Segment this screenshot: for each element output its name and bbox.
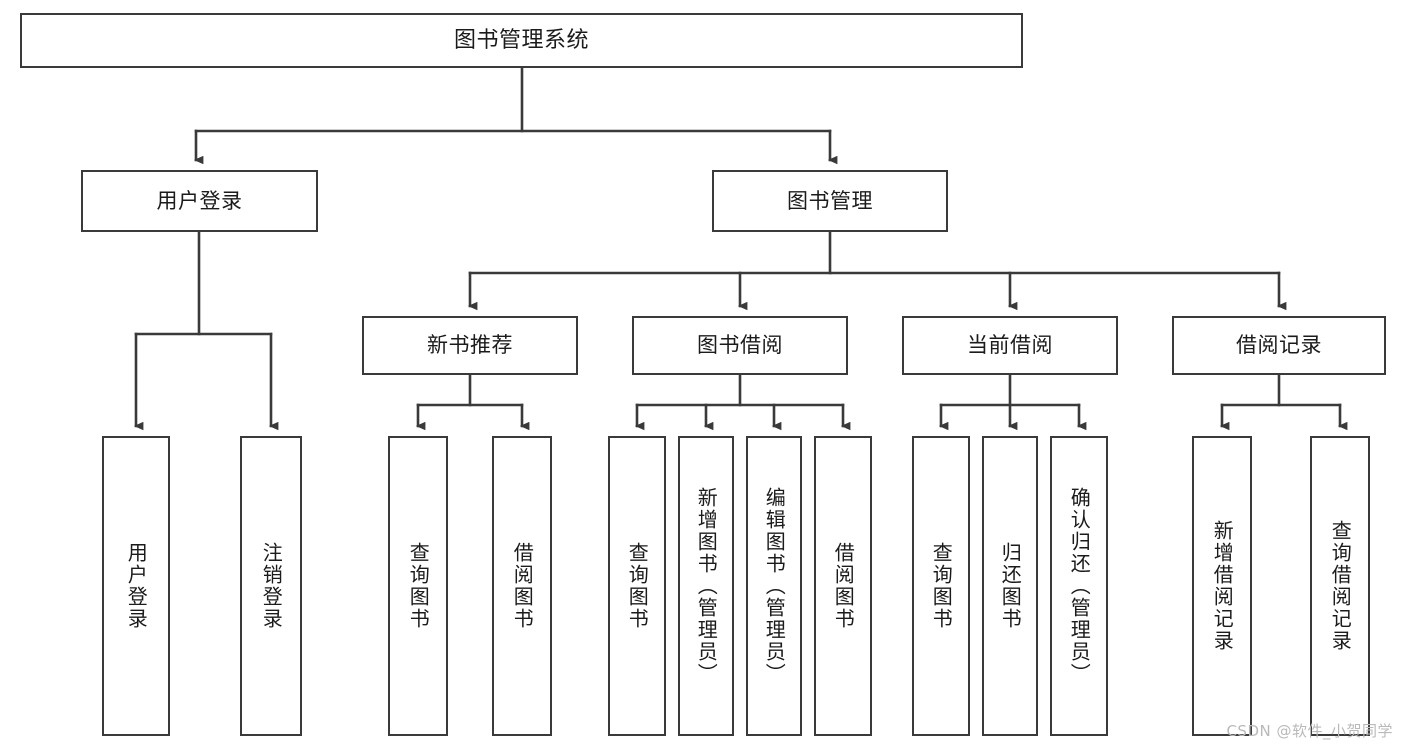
node-leaf-query-book-1[interactable]: 查询图书 — [388, 436, 448, 736]
node-leaf-add-record[interactable]: 新增借阅记录 — [1192, 436, 1252, 736]
node-label: 查询图书 — [625, 542, 650, 630]
node-label: 归还图书 — [998, 542, 1023, 630]
node-label: 注销登录 — [259, 542, 284, 630]
node-leaf-user-login[interactable]: 用户登录 — [102, 436, 170, 736]
node-label: 新书推荐 — [427, 333, 513, 358]
node-label: 图书管理 — [787, 188, 873, 213]
node-label: 查询借阅记录 — [1328, 520, 1353, 652]
node-label: 图书借阅 — [697, 333, 783, 358]
node-label: 借阅图书 — [831, 542, 856, 630]
node-leaf-edit-book[interactable]: 编辑图书（管理员） — [746, 436, 802, 736]
node-label: 当前借阅 — [967, 333, 1053, 358]
node-root-system[interactable]: 图书管理系统 — [20, 13, 1023, 68]
watermark-text: CSDN @软件_小贺同学 — [1226, 722, 1393, 740]
node-label: 借阅记录 — [1236, 333, 1322, 358]
node-label: 用户登录 — [124, 542, 149, 630]
node-leaf-borrow-book-1[interactable]: 借阅图书 — [492, 436, 552, 736]
node-label: 确认归还（管理员） — [1067, 487, 1092, 685]
node-leaf-return-book[interactable]: 归还图书 — [982, 436, 1038, 736]
node-leaf-query-book-2[interactable]: 查询图书 — [608, 436, 666, 736]
node-label: 查询图书 — [406, 542, 431, 630]
node-label: 用户登录 — [156, 188, 243, 213]
node-label: 编辑图书（管理员） — [762, 487, 787, 685]
node-book-borrow[interactable]: 图书借阅 — [632, 316, 848, 375]
node-label: 图书管理系统 — [453, 27, 589, 53]
node-leaf-confirm-return[interactable]: 确认归还（管理员） — [1050, 436, 1108, 736]
node-new-book-recommend[interactable]: 新书推荐 — [362, 316, 578, 375]
node-leaf-logout-login[interactable]: 注销登录 — [240, 436, 302, 736]
node-user-login[interactable]: 用户登录 — [81, 170, 318, 232]
node-label: 新增图书（管理员） — [694, 487, 719, 685]
node-leaf-query-record[interactable]: 查询借阅记录 — [1310, 436, 1370, 736]
node-leaf-borrow-book-2[interactable]: 借阅图书 — [814, 436, 872, 736]
node-label: 借阅图书 — [510, 542, 535, 630]
node-label: 新增借阅记录 — [1210, 520, 1235, 652]
node-borrow-record[interactable]: 借阅记录 — [1172, 316, 1386, 375]
node-leaf-query-book-3[interactable]: 查询图书 — [912, 436, 970, 736]
node-label: 查询图书 — [929, 542, 954, 630]
node-book-management[interactable]: 图书管理 — [712, 170, 948, 232]
node-leaf-add-book[interactable]: 新增图书（管理员） — [678, 436, 734, 736]
node-current-borrow[interactable]: 当前借阅 — [902, 316, 1118, 375]
